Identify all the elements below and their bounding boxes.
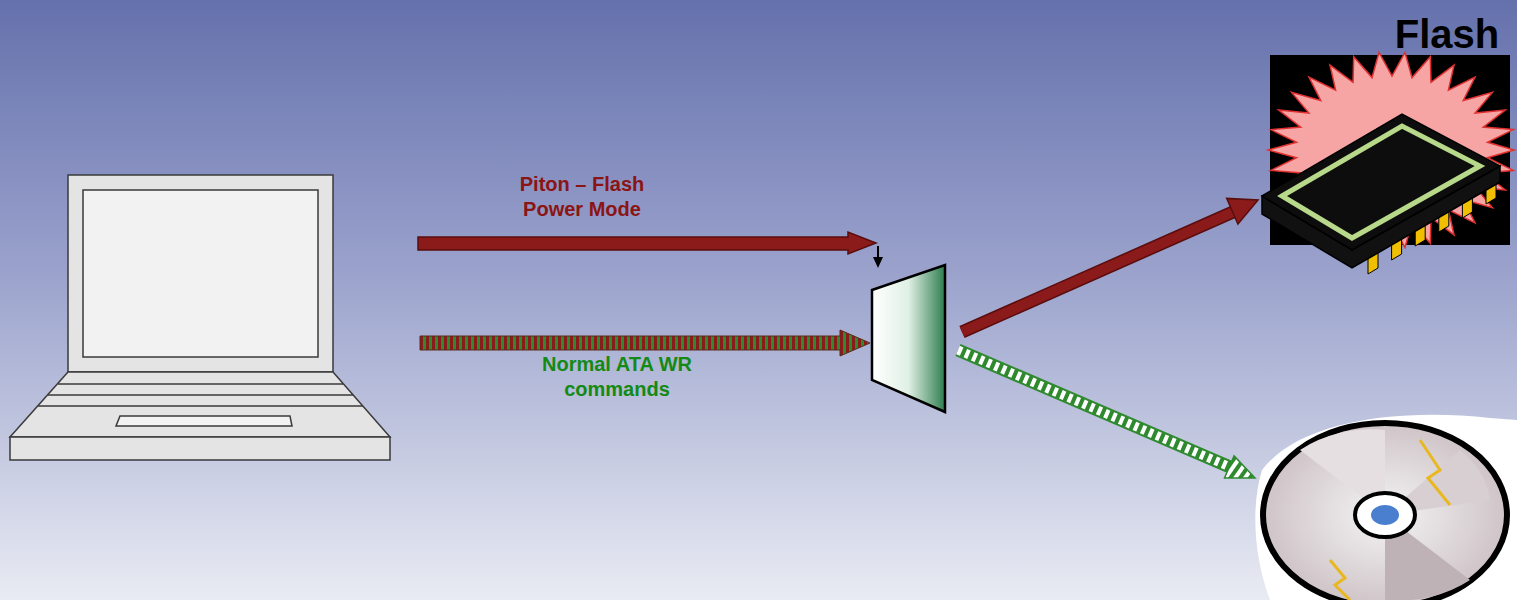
chip-border — [1282, 126, 1480, 238]
switch-symbol — [872, 265, 945, 412]
power-mode-label: Piton – Flash Power Mode — [492, 172, 672, 222]
chip-top — [1262, 114, 1500, 250]
disk-path-arrow — [958, 350, 1255, 478]
ata-command-arrow — [420, 330, 870, 356]
node-title: Flash — [1382, 12, 1512, 56]
flash-chip: Flash — [1255, 0, 1517, 295]
flash-path-arrow — [962, 198, 1258, 332]
disk-icon — [1255, 415, 1517, 600]
power-mode-arrow — [418, 232, 883, 268]
laptop-icon — [10, 175, 390, 460]
flash-chip-icon — [1262, 53, 1514, 275]
ata-command-label: Normal ATA WR commands — [537, 352, 697, 402]
